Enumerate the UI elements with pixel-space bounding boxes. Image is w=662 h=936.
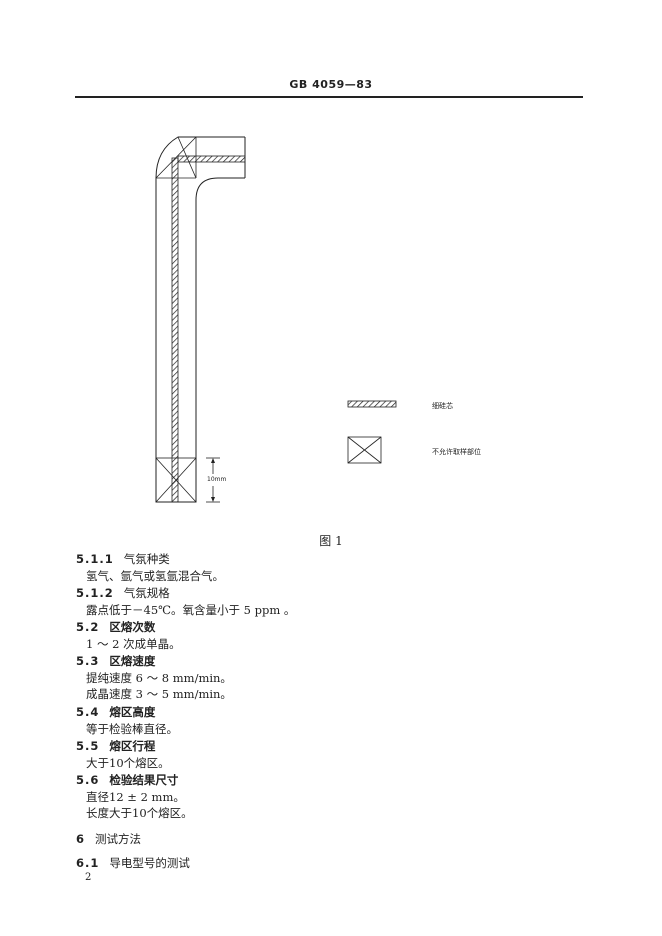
paragraph-line: 1 ～ 2 次成单晶。 [86,637,181,651]
section-number: 6 [76,832,86,846]
section-heading: 5.1.1 气氛种类 [76,552,170,566]
section-number: 5.1.1 [76,552,114,566]
section-number: 5.5 [76,739,100,753]
section-heading: 5.3 区熔速度 [76,654,155,668]
legend-zone-symbol [347,436,382,464]
silicon-core-vertical [171,157,179,503]
figure-1-diagram [155,136,397,503]
section-title: 区熔速度 [109,654,156,668]
paragraph-line: 成晶速度 3 ～ 5 mm/min。 [86,687,232,701]
rod-outline [155,136,245,503]
section-heading: 6.1 导电型号的测试 [76,856,190,870]
section-title: 区熔次数 [109,620,156,634]
section-title: 熔区高度 [109,705,156,719]
section-heading: 5.5 熔区行程 [76,739,155,753]
section-heading: 5.2 区熔次数 [76,620,155,634]
page-number: 2 [85,872,92,883]
section-heading: 5.1.2 气氛规格 [76,586,170,600]
header-rule [75,96,583,98]
section-number: 6.1 [76,856,100,870]
section-title: 测试方法 [95,832,142,846]
legend-core-symbol [347,400,397,408]
dim-arrow-down [211,497,215,502]
section-heading: 5.4 熔区高度 [76,705,155,719]
paragraph-line: 提纯速度 6 ～ 8 mm/min。 [86,671,232,685]
paragraph-line: 氢气、氩气或氢氩混合气。 [86,569,224,583]
figure-caption: 图 1 [319,534,343,548]
legend-zone-diag-2 [347,436,382,464]
dim-arrow-up [211,458,215,463]
paragraph-line: 露点低于－45℃。氧含量小于 5 ppm 。 [86,603,296,617]
section-heading: 5.6 检验结果尺寸 [76,773,178,787]
elbow-zone-diag [155,136,197,179]
section-title: 检验结果尺寸 [109,773,179,787]
paragraph-line: 等于检验棒直径。 [86,722,178,736]
section-number: 5.3 [76,654,100,668]
section-heading: 6 测试方法 [76,832,141,846]
section-number: 5.1.2 [76,586,114,600]
section-number: 5.2 [76,620,100,634]
paragraph-line: 长度大于10个熔区。 [86,806,193,820]
section-number: 5.6 [76,773,100,787]
section-title: 导电型号的测试 [109,856,190,870]
section-number: 5.4 [76,705,100,719]
section-title: 气氛规格 [123,586,170,600]
paragraph-line: 直径12 ± 2 mm。 [86,790,185,804]
standard-number-header: GB 4059—83 [289,78,373,91]
dimension-label: 10mm [207,476,227,483]
paragraph-line: 大于10个熔区。 [86,756,170,770]
section-title: 熔区行程 [109,739,156,753]
section-title: 气氛种类 [123,552,170,566]
silicon-core-horizontal [177,155,246,163]
legend-label-zone: 不允许取样部位 [432,448,481,456]
legend-label-core: 细硅芯 [432,402,453,410]
